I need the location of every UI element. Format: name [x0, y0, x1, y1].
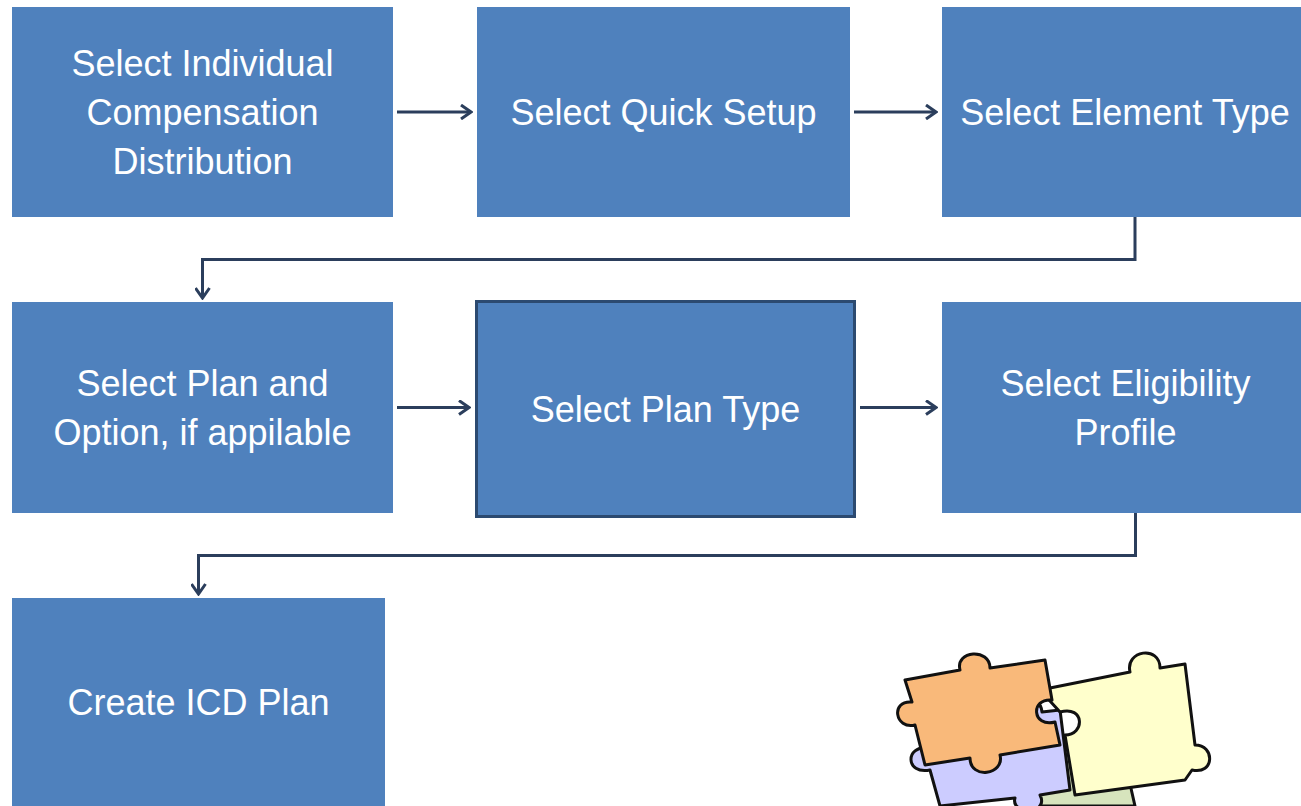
process-box: Select Plan and Option, if appilable [12, 302, 393, 513]
box-label: Select Element Type [946, 88, 1301, 137]
process-box: Select Plan Type [475, 300, 856, 518]
process-box: Create ICD Plan [12, 598, 385, 806]
process-box: Select Quick Setup [477, 7, 850, 217]
box-label: Select Plan Type [517, 385, 815, 434]
process-box: Select Individual Compensation Distribut… [12, 7, 393, 217]
process-box: Select Eligibility Profile [942, 302, 1301, 513]
box-label: Select Eligibility Profile [942, 359, 1301, 457]
box-label: Select Plan and Option, if appilable [12, 359, 393, 457]
box-label: Select Individual Compensation Distribut… [12, 39, 393, 186]
flow-arrow [203, 217, 1136, 298]
puzzle-piece [1040, 653, 1210, 795]
box-label: Select Quick Setup [496, 88, 830, 137]
puzzle-piece [898, 654, 1060, 772]
flow-arrow [397, 406, 469, 409]
flow-arrow [397, 111, 471, 114]
process-box: Select Element Type [942, 7, 1301, 217]
flow-arrow [199, 513, 1136, 594]
box-label: Create ICD Plan [53, 678, 343, 727]
flow-arrow [860, 406, 936, 409]
flow-arrow [854, 111, 936, 114]
